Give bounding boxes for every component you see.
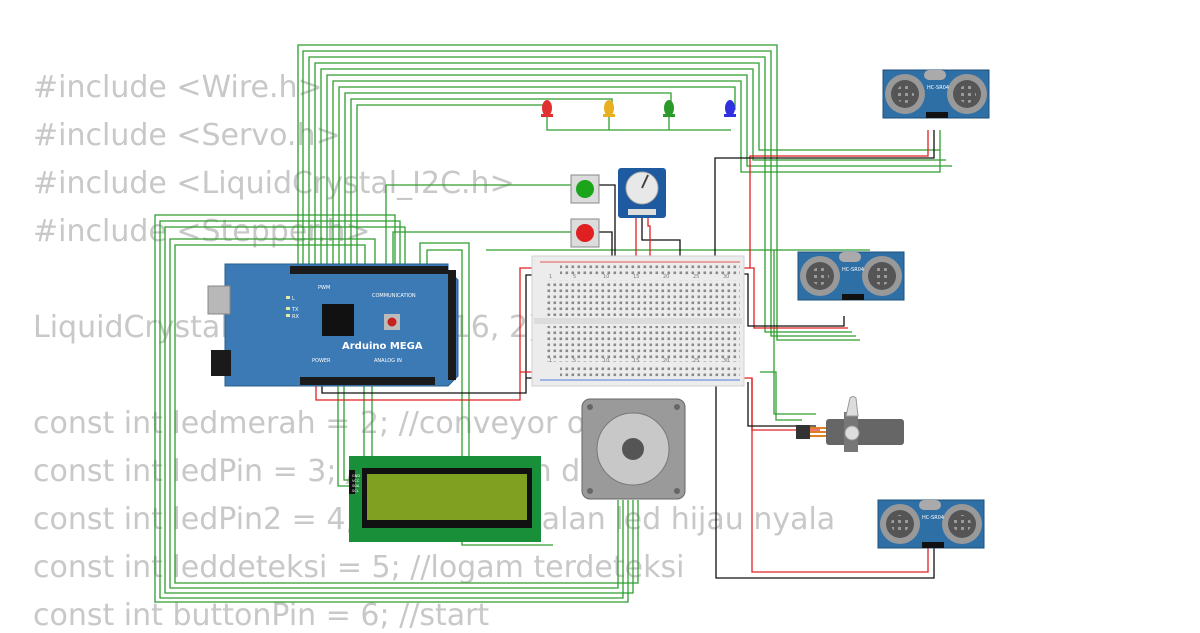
- breadboard-col-label: 1: [549, 358, 552, 364]
- analog-header: [300, 377, 435, 385]
- side-header: [448, 270, 456, 380]
- code-line: const int leddeteksi = 5; //logam terdet…: [33, 550, 685, 585]
- communication-label: COMMUNICATION: [372, 293, 416, 299]
- power-wires: [315, 130, 935, 579]
- ultrasonic-sensor-2: HC-SR04: [797, 251, 905, 301]
- breadboard-col-label: 10: [603, 358, 609, 364]
- tx-label: TX: [291, 307, 299, 313]
- ultrasonic-sensor-3: HC-SR04: [877, 499, 985, 549]
- signal-wires: [154, 44, 952, 603]
- analog-in-label: ANALOG IN: [374, 358, 402, 364]
- potentiometer: [618, 168, 666, 218]
- ultrasonic-sensor-1: HC-SR04: [882, 69, 990, 119]
- breadboard-col-label: 10: [603, 274, 609, 280]
- breadboard-col-label: 5: [573, 358, 576, 364]
- lcd-pin-label: SDA: [352, 484, 360, 488]
- push-button-green: [570, 174, 600, 204]
- breadboard: 1 5 10 15 20 25 30 1 5 10 15 20 25 30: [531, 255, 745, 387]
- rx-label: RX: [292, 314, 299, 320]
- breadboard-col-label: 30: [723, 274, 729, 280]
- led-red: [541, 100, 553, 117]
- breadboard-col-label: 25: [693, 274, 699, 280]
- board-name: Arduino MEGA: [342, 341, 423, 352]
- sensor-label: HC-SR04: [842, 267, 864, 273]
- mcu-chip: [322, 304, 354, 336]
- digital-header: [290, 266, 448, 274]
- breadboard-col-label: 30: [723, 358, 729, 364]
- arduino-mega-board: Arduino MEGA PWM COMMUNICATION POWER ANA…: [207, 263, 459, 387]
- sensor-label: HC-SR04: [927, 85, 949, 91]
- stepper-motor: [581, 398, 686, 500]
- breadboard-col-label: 5: [573, 274, 576, 280]
- power-label: POWER: [312, 358, 331, 364]
- led-blue: [724, 100, 736, 117]
- breadboard-col-label: 15: [633, 274, 639, 280]
- code-line: const int buttonPin = 6; //start: [33, 598, 490, 633]
- code-line: #include <Servo.h>: [33, 118, 341, 153]
- lcd-display: GND VCC SDA SCL: [349, 456, 541, 542]
- servo-motor: [796, 396, 904, 452]
- breadboard-col-label: 20: [663, 358, 669, 364]
- lcd-pin-label: VCC: [352, 479, 360, 483]
- breadboard-col-label: 20: [663, 274, 669, 280]
- lcd-pin-label: SCL: [352, 489, 359, 493]
- led-yellow: [603, 100, 615, 117]
- breadboard-col-label: 15: [633, 358, 639, 364]
- breadboard-col-label: 25: [693, 358, 699, 364]
- pwm-label: PWM: [318, 285, 330, 291]
- breadboard-col-label: 1: [549, 274, 552, 280]
- usb-port: [207, 285, 231, 315]
- led-l-label: L: [292, 296, 295, 302]
- sensor-label: HC-SR04: [922, 515, 944, 521]
- power-jack: [211, 350, 231, 376]
- lcd-pin-label: GND: [352, 474, 360, 478]
- push-button-red: [570, 218, 600, 248]
- led-green: [663, 100, 675, 117]
